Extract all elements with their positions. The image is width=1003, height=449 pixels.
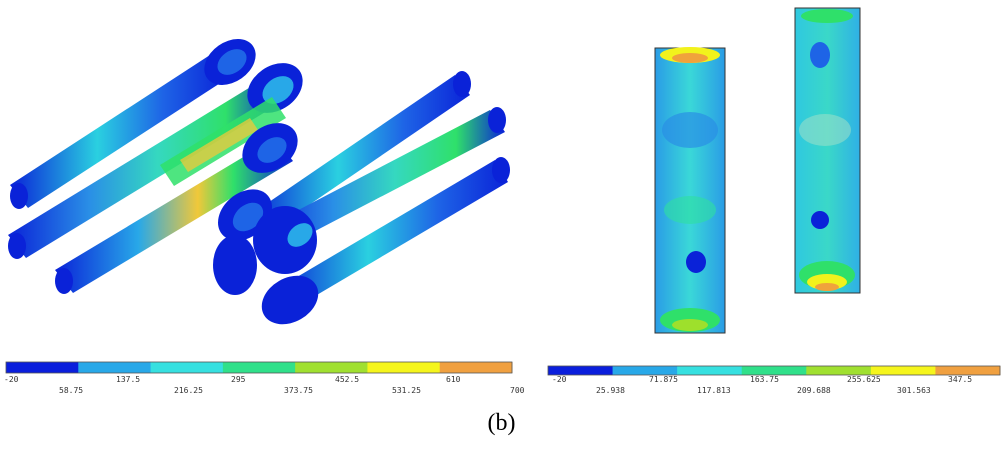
legend-left-tick: 531.25 xyxy=(392,386,421,395)
legend-left-tick: 58.75 xyxy=(59,386,84,395)
legend-color-segment xyxy=(806,366,872,375)
rod-back-left xyxy=(10,55,228,209)
rod-right-back xyxy=(250,71,471,235)
legend-color-segment xyxy=(295,362,368,373)
legend-right-tick: 347.5 xyxy=(948,375,973,384)
legend-border xyxy=(5,361,513,374)
legend-color-segment xyxy=(6,362,79,373)
legend-color-segment xyxy=(78,362,152,373)
legend-left-tick: 216.25 xyxy=(174,386,203,395)
legend-right-tick: 117.813 xyxy=(697,386,731,395)
legend-left-tick: -20 xyxy=(4,375,19,384)
legend-color-segment xyxy=(935,366,1001,375)
legend-color-segment xyxy=(367,362,441,373)
legend-right-tick: 301.563 xyxy=(897,386,931,395)
rod-center-highlight xyxy=(160,97,286,186)
legend-left-tick: 373.75 xyxy=(284,386,313,395)
legend-color-segment xyxy=(439,362,513,373)
legend-right-tick: 71.875 xyxy=(649,375,678,384)
flange-mid xyxy=(242,123,298,173)
bolt-assembly-model xyxy=(8,39,510,325)
legend-left-tick: 700 xyxy=(510,386,525,395)
legend-color-segment xyxy=(222,362,296,373)
legend-right-tick: -20 xyxy=(552,375,567,384)
legend-left-tick: 295 xyxy=(231,375,246,384)
flange-right-cluster xyxy=(213,189,319,325)
flange-top-mid xyxy=(247,63,303,113)
legend-right-tick: 25.938 xyxy=(596,386,625,395)
legend-right-tick: 255.625 xyxy=(847,375,881,384)
legend-color-segment xyxy=(677,366,743,375)
cylinder-right-model xyxy=(794,7,861,294)
rod-front-left xyxy=(55,138,293,294)
legend-border xyxy=(547,365,1001,376)
legend-bar-left xyxy=(5,361,513,374)
rod-mid-left-1 xyxy=(8,80,280,259)
legend-right-tick: 163.75 xyxy=(750,375,779,384)
legend-color-segment xyxy=(150,362,224,373)
legend-color-segment xyxy=(741,366,807,375)
figure-caption: (b) xyxy=(487,410,516,436)
legend-color-segment xyxy=(870,366,936,375)
legend-color-segment xyxy=(612,366,678,375)
legend-left-tick: 452.5 xyxy=(335,375,360,384)
rod-right-upper xyxy=(260,107,506,252)
legend-bar-right xyxy=(547,365,1001,376)
legend-right-tick: 209.688 xyxy=(797,386,831,395)
legend-color-segment xyxy=(548,366,614,375)
rod-right-lower xyxy=(275,157,510,312)
legend-left-tick: 610 xyxy=(446,375,461,384)
cylinder-left-model xyxy=(654,47,726,334)
flange-top-left xyxy=(204,39,256,85)
legend-left-tick: 137.5 xyxy=(116,375,141,384)
